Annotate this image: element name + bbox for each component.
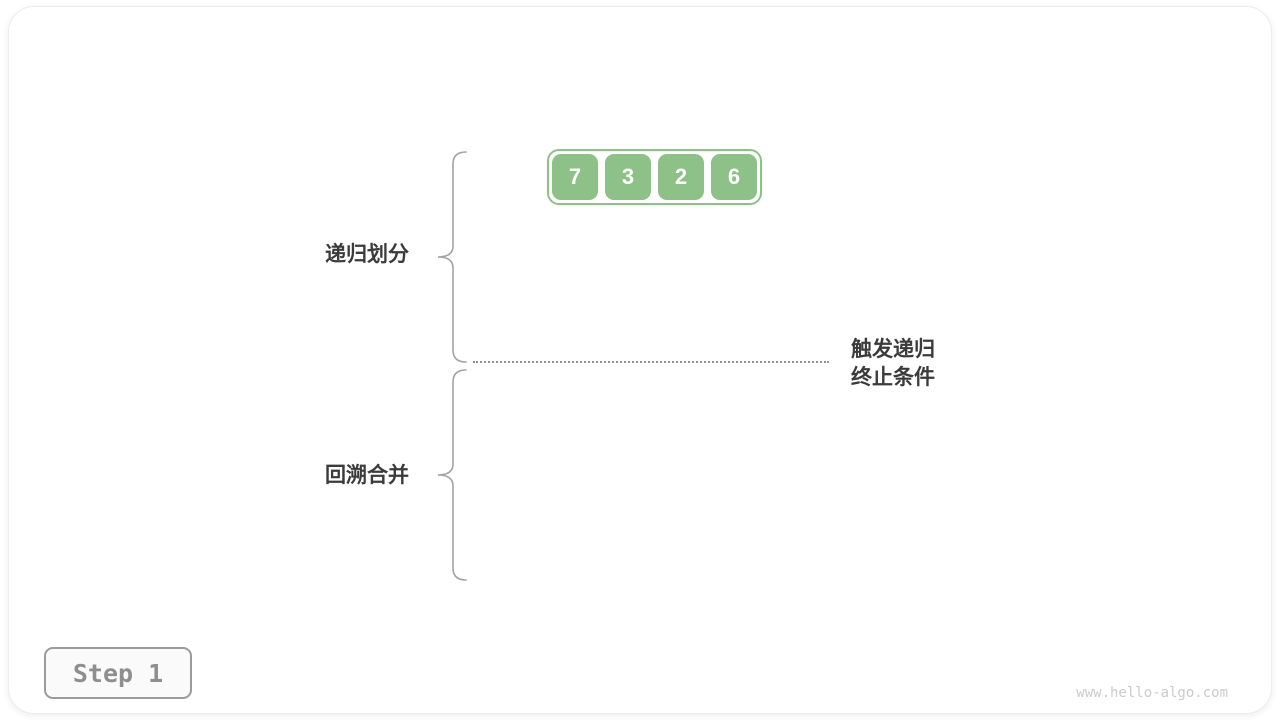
array-container: 7 3 2 6 bbox=[547, 149, 762, 205]
array-cell: 2 bbox=[658, 154, 704, 200]
array-cell: 6 bbox=[711, 154, 757, 200]
merge-phase-brace bbox=[437, 369, 467, 581]
termination-condition-label: 触发递归 终止条件 bbox=[851, 336, 935, 392]
phase-divider-dotted-line bbox=[473, 361, 829, 363]
termination-condition-line1: 触发递归 bbox=[851, 338, 935, 361]
divide-phase-label: 递归划分 bbox=[325, 243, 409, 266]
diagram-card: 递归划分 回溯合并 7 3 2 6 触发递归 终止条件 Step 1 www.h… bbox=[8, 6, 1272, 714]
array-cell: 7 bbox=[552, 154, 598, 200]
termination-condition-line2: 终止条件 bbox=[851, 366, 935, 389]
step-badge: Step 1 bbox=[44, 647, 192, 699]
divide-phase-brace bbox=[437, 151, 467, 363]
array-cell: 3 bbox=[605, 154, 651, 200]
watermark: www.hello-algo.com bbox=[1076, 685, 1228, 701]
merge-phase-label: 回溯合并 bbox=[325, 464, 409, 487]
